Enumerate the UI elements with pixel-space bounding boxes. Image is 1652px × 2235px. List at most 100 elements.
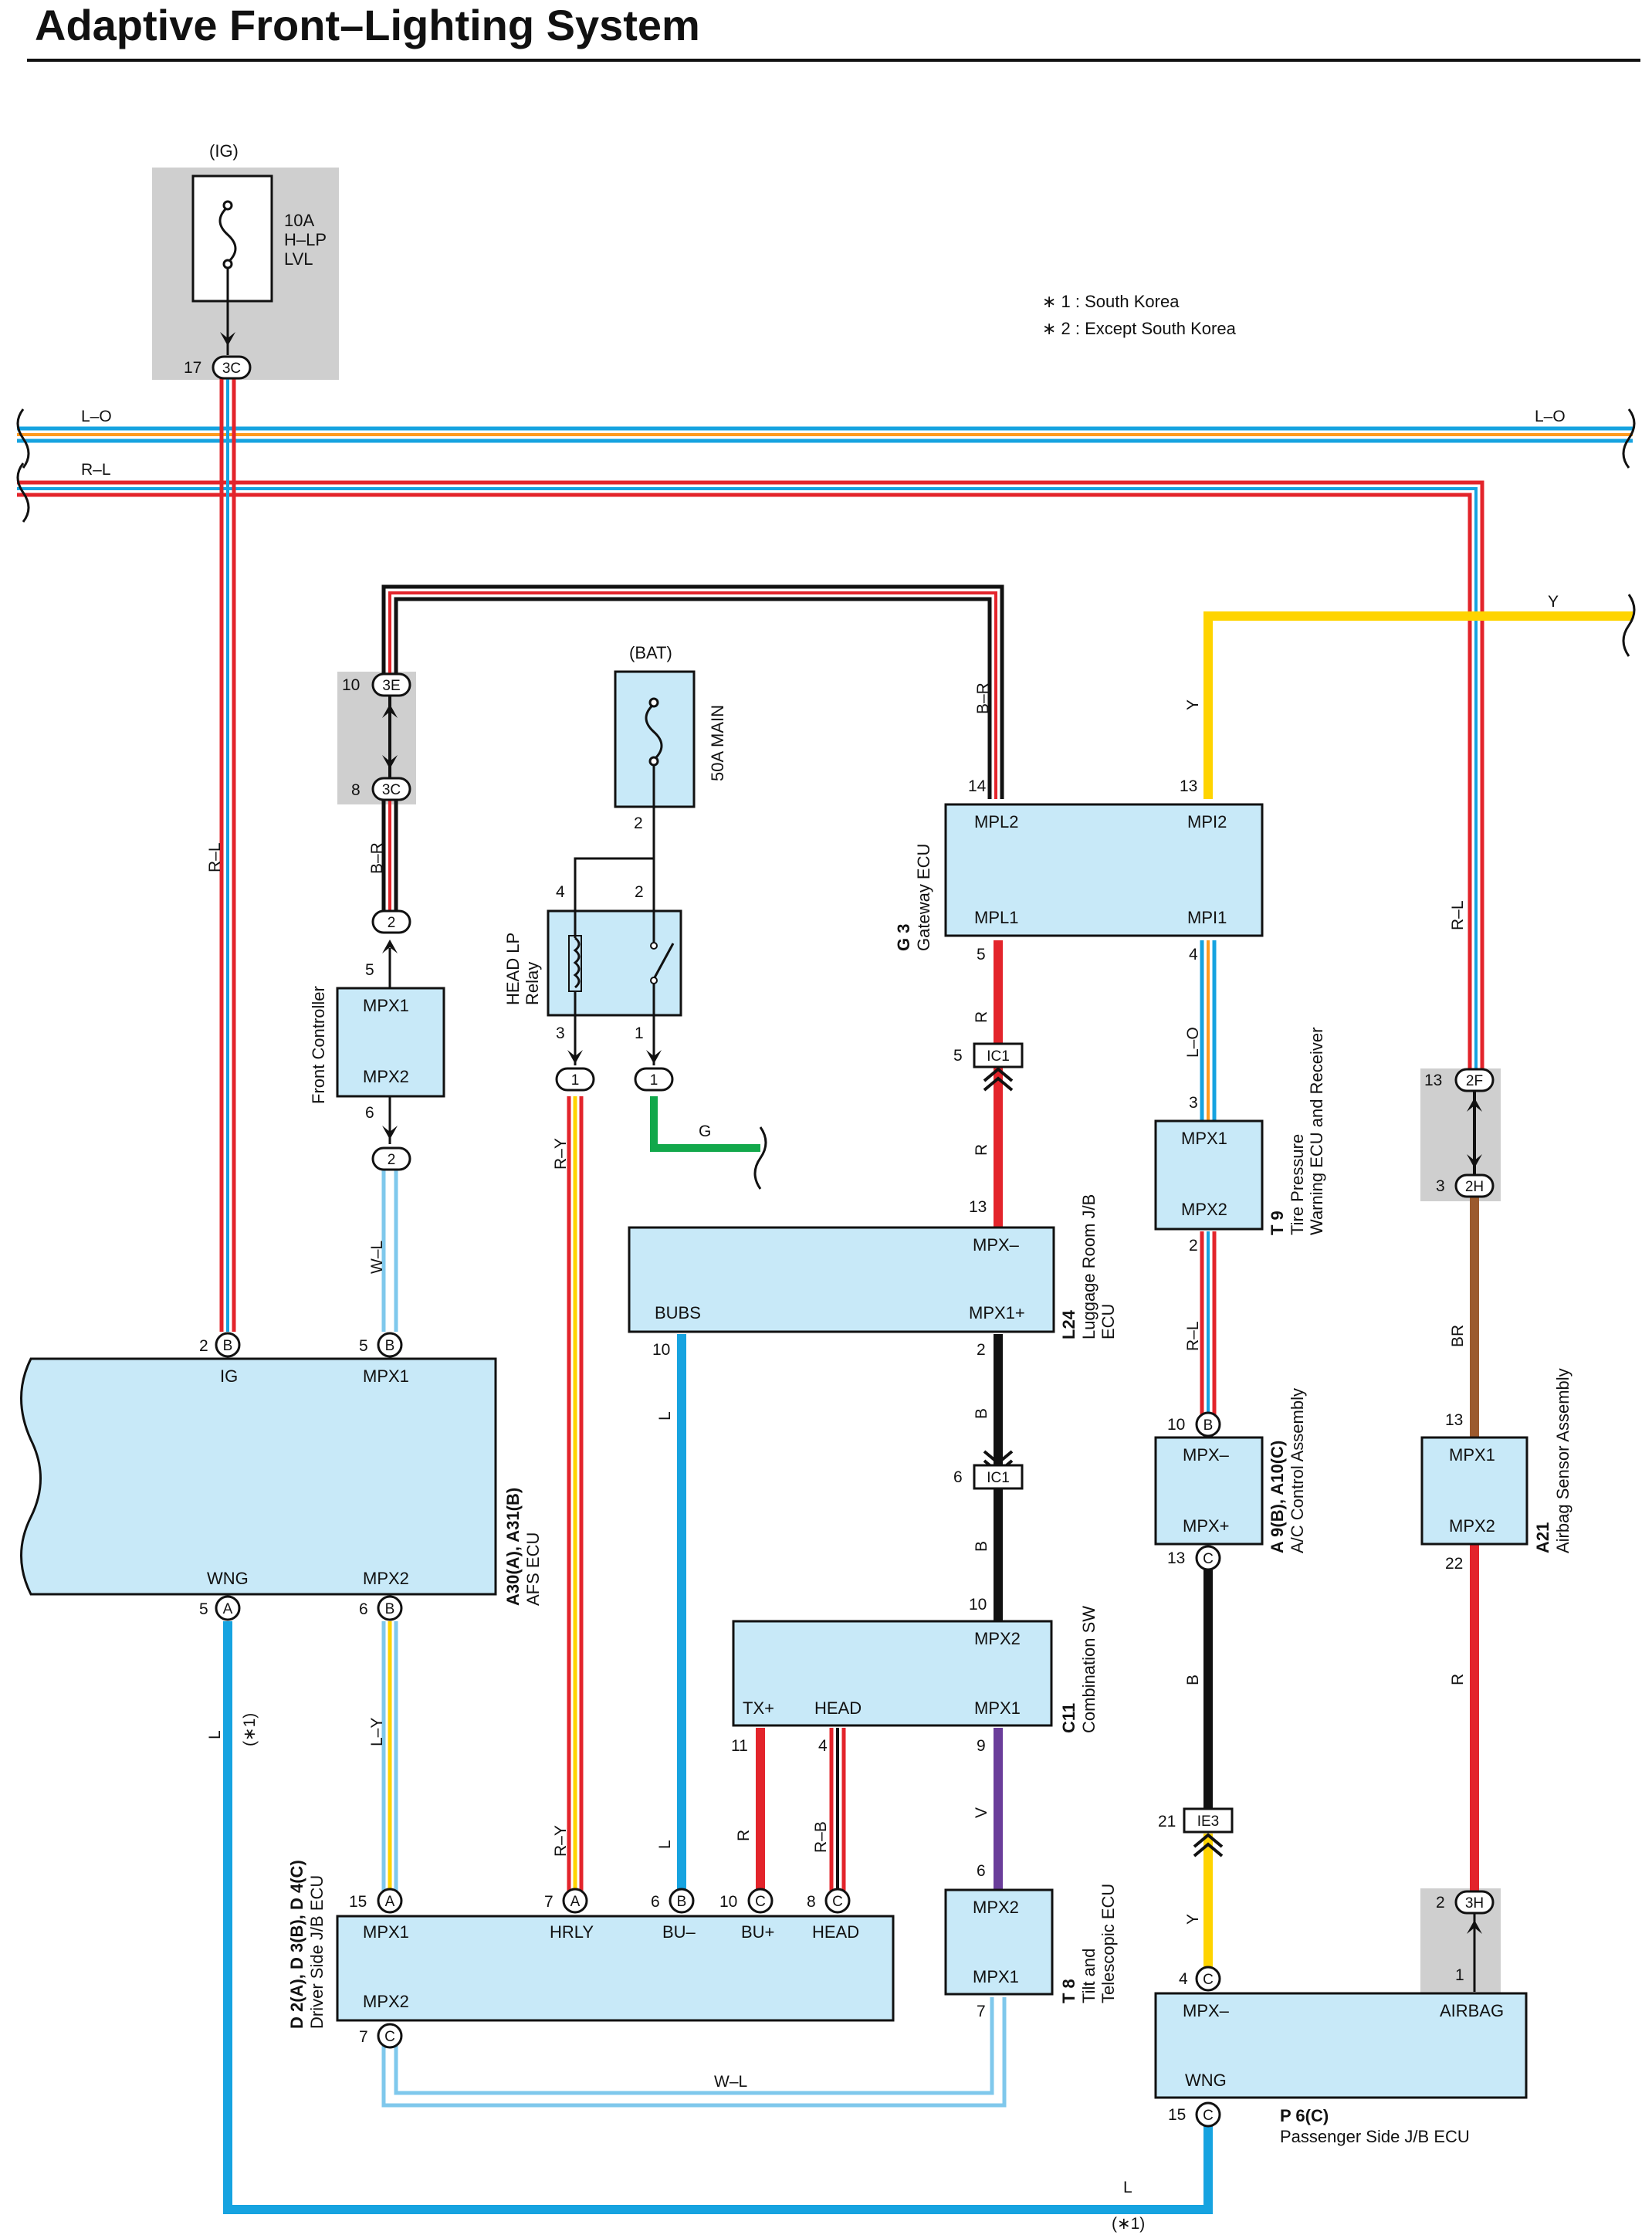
lug-pin-bubs: BUBS xyxy=(655,1303,701,1322)
wl-b-lug1: B xyxy=(973,1408,990,1419)
afs-pin-wng: WNG xyxy=(207,1569,249,1588)
pin-afs-mpx1-b: B xyxy=(377,1332,403,1358)
svg-text:B: B xyxy=(1203,1417,1214,1434)
pn-6-ic1: 6 xyxy=(953,1468,963,1486)
connector-ie3: IE3 xyxy=(1183,1807,1234,1834)
fuse-hlp-name: H–LP xyxy=(284,230,327,249)
lug-code: L24 xyxy=(1059,1309,1078,1339)
drv-pin-hrly: HRLY xyxy=(550,1922,594,1942)
luggage-jb-box xyxy=(628,1226,1055,1333)
pn-5-afs-wng: 5 xyxy=(199,1600,208,1618)
pn-10-drv: 10 xyxy=(719,1893,737,1911)
pn-7-tilt: 7 xyxy=(977,2003,986,2020)
pn-4-gw: 4 xyxy=(1189,946,1198,963)
connector-2-bottom: 2 xyxy=(371,1146,411,1171)
connector-relay-1-right: 1 xyxy=(634,1067,674,1092)
comb-code: C11 xyxy=(1059,1703,1078,1733)
svg-text:A: A xyxy=(570,1894,581,1910)
comb-pin-head: HEAD xyxy=(814,1698,862,1718)
pn-13-ac: 13 xyxy=(1167,1549,1185,1567)
pn-3-2h: 3 xyxy=(1436,1177,1445,1195)
pn-13-lug: 13 xyxy=(969,1198,987,1216)
svg-text:C: C xyxy=(1203,2108,1214,2124)
airbag-pin-mpx1: MPX1 xyxy=(1449,1445,1495,1465)
drv-pin-mpx1: MPX1 xyxy=(363,1922,409,1942)
pn-6-tilt: 6 xyxy=(977,1862,986,1880)
connector-3c-ig: 3C xyxy=(212,355,252,380)
svg-text:1: 1 xyxy=(571,1072,580,1089)
arrow-front-bottom xyxy=(382,1126,398,1140)
wl-ly: L–Y xyxy=(368,1718,386,1746)
note-south-korea: ∗ 1 : South Korea xyxy=(1042,292,1180,311)
fuse-h-lp-lvl xyxy=(191,174,273,355)
pn-2-lug: 2 xyxy=(977,1341,986,1359)
connector-ic1-lower: IC1 xyxy=(973,1464,1024,1490)
pn-2-relay: 2 xyxy=(635,883,644,901)
svg-text:3E: 3E xyxy=(382,678,400,694)
pn-22-airbag: 22 xyxy=(1445,1555,1463,1573)
wl-brown: BR xyxy=(1449,1325,1467,1347)
svg-text:2F: 2F xyxy=(1466,1073,1483,1089)
driver-jb-box xyxy=(336,1915,895,2022)
svg-text:2: 2 xyxy=(388,1152,396,1168)
connector-ic1-upper: IC1 xyxy=(973,1042,1024,1068)
pin-drv-head-c: C xyxy=(824,1888,851,1914)
connector-2-top: 2 xyxy=(371,909,411,934)
airbag-name: Airbag Sensor Assembly xyxy=(1553,1368,1572,1553)
pas-code: P 6(C) xyxy=(1280,2106,1329,2125)
passenger-jb-box xyxy=(1154,1992,1528,2099)
wire-br-front xyxy=(381,799,398,911)
wl-r-airbag: R xyxy=(1449,1674,1467,1685)
pas-name: Passenger Side J/B ECU xyxy=(1280,2127,1470,2146)
wl-ry-top: R–Y xyxy=(552,1138,570,1170)
tire-name2: Warning ECU and Receiver xyxy=(1307,1028,1326,1235)
pn-14-gw: 14 xyxy=(968,777,987,795)
pn-10-3e: 10 xyxy=(342,676,360,694)
pin-pas-wng-c: C xyxy=(1195,2101,1221,2128)
pn-21-ie3: 21 xyxy=(1158,1813,1176,1830)
wl-rl-right: R–L xyxy=(1449,900,1467,930)
combination-sw-box xyxy=(732,1620,1053,1727)
drv-pin-bu-plus: BU+ xyxy=(741,1922,774,1942)
wire-y-top xyxy=(1203,611,1633,799)
wl-lo-right: L–O xyxy=(1535,408,1566,425)
lug-name1: Luggage Room J/B xyxy=(1079,1194,1099,1339)
connector-relay-1-left: 1 xyxy=(555,1067,595,1092)
pn-17: 17 xyxy=(184,359,201,377)
wire-g-ground xyxy=(650,1096,760,1152)
wire-bat-relay xyxy=(574,807,655,911)
svg-text:B: B xyxy=(385,1338,395,1354)
svg-text:IC1: IC1 xyxy=(987,1048,1010,1065)
pn-3-tire: 3 xyxy=(1189,1094,1198,1112)
drv-code: D 2(A), D 3(B), D 4(C) xyxy=(287,1860,306,2029)
svg-text:3C: 3C xyxy=(222,361,241,377)
lug-name2: ECU xyxy=(1099,1304,1118,1339)
connector-2f: 2F xyxy=(1454,1068,1495,1092)
relay-name2: Relay xyxy=(523,962,542,1005)
tilt-telescopic-box xyxy=(944,1888,1054,1996)
airbag-pin-mpx2: MPX2 xyxy=(1449,1516,1495,1536)
arrow-3h xyxy=(1467,1920,1482,1934)
airbag-code: A21 xyxy=(1533,1522,1552,1553)
wl-b-lug2: B xyxy=(973,1541,990,1552)
wl-v: V xyxy=(973,1807,990,1818)
front-controller-name: Front Controller xyxy=(309,986,328,1104)
ac-pin-mpx-plus: MPX+ xyxy=(1183,1516,1230,1536)
afs-pin-mpx2: MPX2 xyxy=(363,1569,409,1588)
star-note-left: (∗1) xyxy=(241,1713,259,1746)
ac-name: A/C Control Assembly xyxy=(1288,1388,1307,1553)
pn-13-2f: 13 xyxy=(1424,1072,1442,1089)
wl-l-bubs1: L xyxy=(656,1411,674,1421)
tire-pressure-box xyxy=(1154,1119,1264,1231)
pin-ac-mpx-plus-c: C xyxy=(1195,1545,1221,1571)
wire-rl-bus xyxy=(17,480,1484,1085)
svg-text:A: A xyxy=(223,1601,233,1617)
wl-l-wng: L xyxy=(206,1730,224,1739)
comb-pin-mpx2: MPX2 xyxy=(974,1629,1021,1648)
head-lp-relay xyxy=(547,909,682,1065)
wire-rl-ig xyxy=(219,378,236,1332)
pn-2-3h: 2 xyxy=(1436,1894,1445,1912)
pas-pin-airbag: AIRBAG xyxy=(1440,2001,1504,2020)
pin-afs-ig-b: B xyxy=(215,1332,241,1358)
